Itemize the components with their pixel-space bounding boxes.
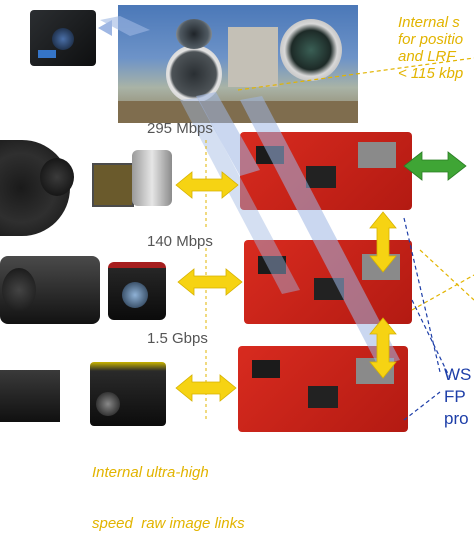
ground-strip	[118, 101, 358, 123]
dashed-line-note	[237, 57, 474, 91]
note-bottom-right: WS FP pro	[444, 364, 474, 430]
camera-long-body	[0, 256, 100, 324]
note-top-right-line-1: Internal s	[398, 14, 460, 31]
note-top-right-line-4: < 115 kbp	[398, 65, 464, 82]
dashed-line-note-3	[411, 274, 474, 311]
yellow-arrow-top	[175, 171, 239, 199]
camera-bottom-left	[0, 370, 60, 422]
blue-dashed-3	[403, 391, 441, 421]
note-bottom-right-line-1: WS	[444, 365, 472, 384]
blue-link-4	[100, 16, 150, 36]
sensor-head-photo	[118, 5, 358, 123]
blue-dashed-1	[403, 217, 441, 373]
note-bottom-right-line-3: pro	[444, 409, 469, 428]
yellow-arrow-vertical-1	[369, 211, 397, 273]
note-bottom-left-line-2: speed raw image links	[92, 515, 245, 532]
note-top-right: Internal s for positio and LRF < 115 kbp	[398, 14, 474, 82]
blue-dashed-2	[411, 299, 451, 379]
green-arrow	[403, 151, 467, 181]
note-bottom-left-line-1: Internal ultra-high	[92, 464, 209, 481]
yellow-arrow-middle	[177, 268, 243, 296]
camera-cube	[108, 262, 166, 320]
camera-cylinder-lens	[40, 158, 74, 196]
blue-link-3	[180, 98, 300, 294]
rate-label-middle: 140 Mbps	[147, 233, 213, 250]
blue-link-2	[196, 92, 260, 176]
connection-overlay	[98, 16, 474, 421]
dashed-line-note-2	[419, 249, 474, 301]
lens-center	[176, 19, 212, 49]
rate-label-bottom: 1.5 Gbps	[147, 330, 208, 347]
yellow-arrow-bottom	[175, 374, 237, 402]
rate-label-top: 295 Mbps	[147, 120, 213, 137]
camera-box-bottom	[90, 362, 166, 426]
note-top-right-line-2: for positio	[398, 31, 464, 48]
note-bottom-right-line-2: FP	[444, 387, 466, 406]
camera-top-left	[30, 10, 96, 66]
note-bottom-left: Internal ultra-high speed raw image link…	[92, 430, 245, 549]
camera-metal-cylinder	[132, 150, 172, 206]
small-blue-arrow	[98, 20, 112, 36]
lens-right	[280, 19, 342, 81]
mount-bracket	[228, 27, 278, 87]
note-top-right-line-3: and LRF	[398, 48, 456, 65]
blue-link-1	[240, 96, 400, 366]
yellow-arrow-vertical-2	[369, 317, 397, 379]
